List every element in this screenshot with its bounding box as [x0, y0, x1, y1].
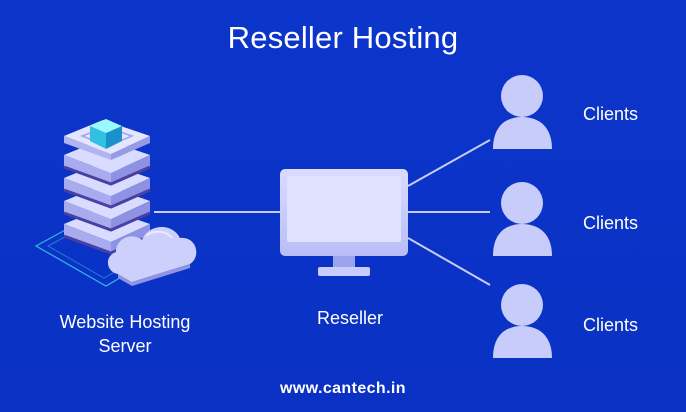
server-stack-icon	[34, 119, 197, 287]
connectors	[154, 139, 491, 286]
reseller-to-client-3-connector	[407, 237, 491, 286]
client-label-2: Clients	[583, 213, 639, 233]
monitor-stand-neck	[333, 256, 355, 268]
client-label-3: Clients	[583, 315, 639, 335]
cloud-icon	[107, 226, 197, 286]
reseller-to-client-1-connector	[407, 139, 491, 187]
client-label-1: Clients	[583, 104, 639, 124]
server-label: Website Hosting Server	[30, 310, 220, 358]
client-user-icon-1	[493, 75, 552, 149]
footer-url: www.cantech.in	[280, 380, 406, 397]
client-user-icon-3	[493, 284, 552, 358]
client-user-icon-2	[493, 182, 552, 256]
reseller-label: Reseller	[316, 308, 384, 328]
monitor-screen	[287, 176, 401, 242]
server-label-line-1: Website Hosting	[59, 312, 191, 332]
diagram-title: Reseller Hosting	[227, 20, 459, 55]
server-label-line-2: Server	[98, 336, 152, 356]
cube-icon	[90, 119, 122, 149]
monitor-stand-base	[318, 267, 370, 276]
monitor-icon	[280, 169, 408, 276]
